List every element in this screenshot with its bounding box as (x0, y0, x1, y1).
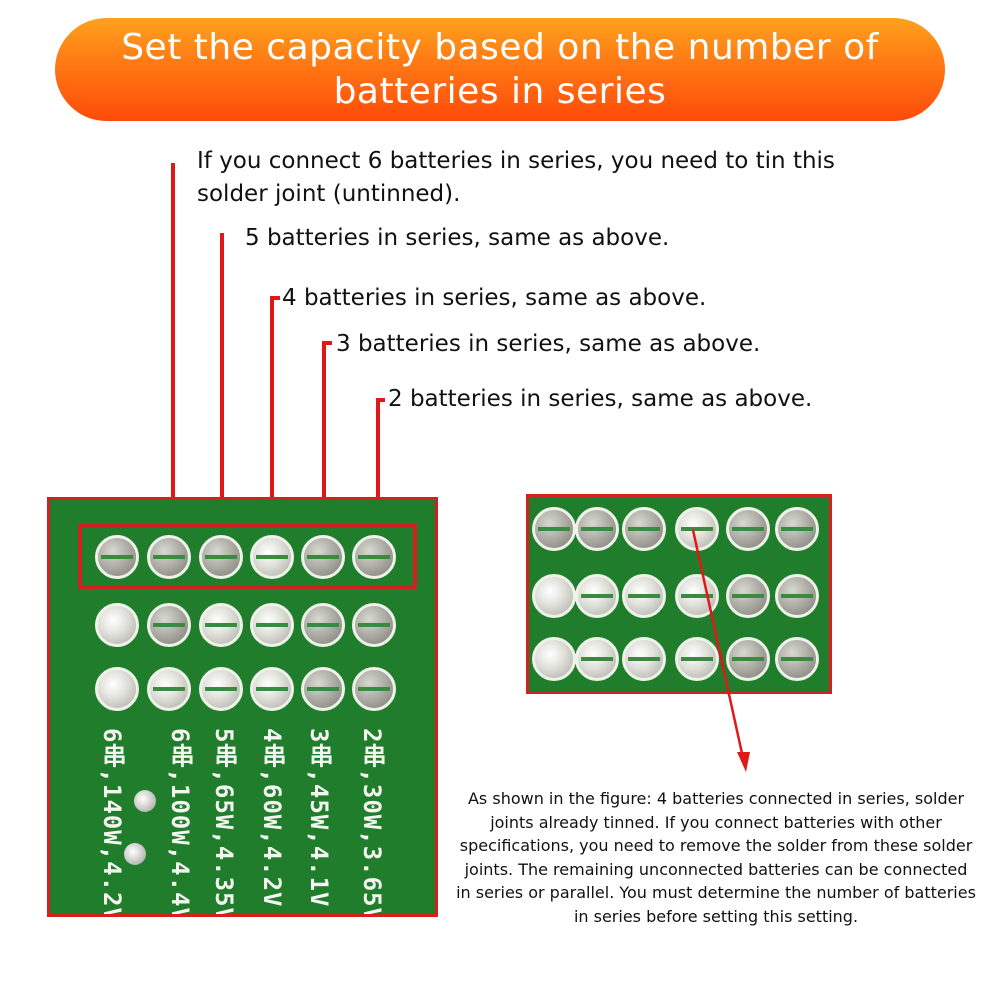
solder-pad (775, 574, 819, 618)
leader-tick-3-series (322, 341, 332, 345)
solder-pad-6s (95, 535, 139, 579)
solder-pad (675, 637, 719, 681)
solder-pad (675, 574, 719, 618)
pcb-closeup-detail (526, 494, 832, 694)
solder-pad (95, 603, 139, 647)
leader-line-2-series (376, 398, 380, 525)
silkscreen-label: 6串,100W,4.4V (166, 728, 194, 917)
silkscreen-label: 2串,30W,3.65V (358, 728, 386, 917)
leader-tick-4-series (270, 296, 280, 300)
solder-pad (147, 667, 191, 711)
solder-pad-5s (147, 535, 191, 579)
callout-3-series: 3 batteries in series, same as above. (336, 331, 761, 357)
silkscreen-label: 6串,140W,4.2V (98, 728, 126, 917)
silkscreen-label: 4串,60W,4.2V (258, 728, 286, 908)
solder-pad (726, 637, 770, 681)
solder-pad (301, 603, 345, 647)
solder-pad (250, 667, 294, 711)
leader-line-5-series (220, 233, 224, 525)
solder-pad-tinned (675, 507, 719, 551)
solder-pad (775, 507, 819, 551)
solder-pad (775, 637, 819, 681)
solder-pad (532, 574, 576, 618)
explanation-note: As shown in the figure: 4 batteries conn… (456, 789, 976, 926)
solder-pad (250, 603, 294, 647)
pcb-closeup-main: 6串,140W,4.2V 6串,100W,4.4V 5串,65W,4.35V 4… (47, 497, 438, 917)
solder-pad (301, 667, 345, 711)
solder-pad-4s (199, 535, 243, 579)
callout-5-series: 5 batteries in series, same as above. (245, 225, 670, 251)
solder-pad (622, 574, 666, 618)
silkscreen-label: 3串,45W,4.1V (305, 728, 333, 908)
solder-pad (575, 507, 619, 551)
leader-line-4-series (270, 296, 274, 525)
solder-pad (532, 507, 576, 551)
via-hole (124, 843, 146, 865)
solder-pad (352, 667, 396, 711)
solder-pad (532, 637, 576, 681)
solder-pad (95, 667, 139, 711)
page-title: Set the capacity based on the number of … (121, 27, 879, 112)
leader-line-3-series (322, 341, 326, 525)
callout-6-series: If you connect 6 batteries in series, yo… (197, 148, 835, 207)
solder-pad (147, 603, 191, 647)
solder-pad (199, 603, 243, 647)
leader-line-6-series (171, 163, 175, 525)
solder-pad (726, 507, 770, 551)
solder-pad-3s (301, 535, 345, 579)
solder-pad (622, 637, 666, 681)
leader-tick-2-series (376, 398, 385, 402)
silkscreen-label: 5串,65W,4.35V (210, 728, 238, 917)
callout-2-series: 2 batteries in series, same as above. (388, 386, 813, 412)
solder-pad (622, 507, 666, 551)
via-hole (134, 790, 156, 812)
solder-pad (575, 574, 619, 618)
solder-pad-tinned (250, 535, 294, 579)
solder-pad-2s (352, 535, 396, 579)
highlight-box-pad-row (78, 524, 417, 589)
solder-pad (726, 574, 770, 618)
callout-4-series: 4 batteries in series, same as above. (282, 285, 707, 311)
title-banner: Set the capacity based on the number of … (55, 18, 945, 121)
solder-pad (199, 667, 243, 711)
solder-pad (352, 603, 396, 647)
solder-pad (575, 637, 619, 681)
